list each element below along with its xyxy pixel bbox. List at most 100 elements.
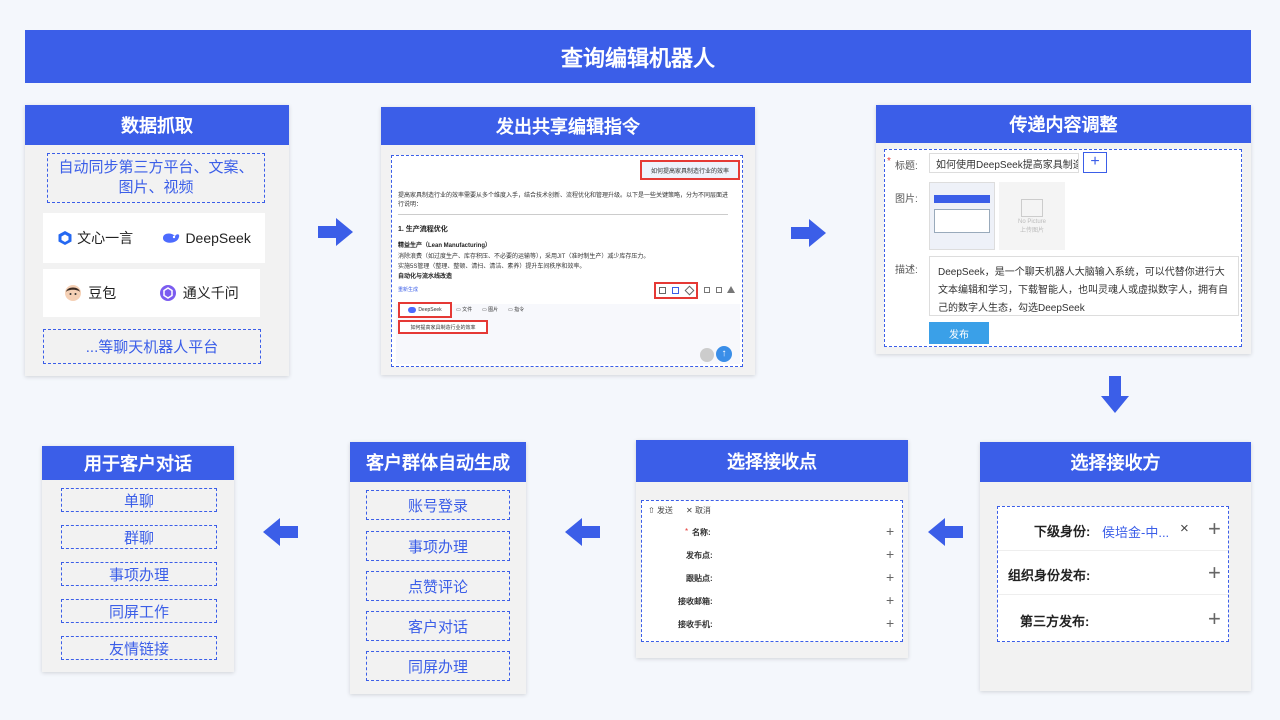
- card-header: 选择接收点: [636, 440, 908, 482]
- sync-text-box: 自动同步第三方平台、文案、图片、视频: [47, 153, 265, 203]
- send-button[interactable]: ⇧ 发送: [648, 506, 673, 515]
- field-label: 发布点:: [686, 551, 713, 560]
- dialog-item-label: 单聊: [123, 492, 154, 510]
- add-title-button[interactable]: +: [1083, 152, 1107, 173]
- answer-subsection: 精益生产（Lean Manufacturing）: [398, 243, 492, 249]
- thumbs-down-icon[interactable]: [716, 287, 722, 293]
- card-select-point: 选择接收点 ⇧ 发送 ✕ 取消 * 名称: + 发布点: + 跟贴点: + 接收…: [636, 440, 908, 658]
- arrow-left-icon: [263, 518, 298, 546]
- add-icon[interactable]: +: [886, 546, 895, 562]
- group-item[interactable]: 同屏办理: [366, 651, 510, 681]
- field-label: 接收手机:: [678, 620, 713, 629]
- question-bubble: 如何提高家具制造行业的效率: [640, 160, 740, 180]
- image-thumbnail[interactable]: [929, 182, 995, 250]
- recipient-value[interactable]: 侯培金-中...: [1102, 525, 1170, 540]
- picture-icon: [1021, 198, 1043, 217]
- dialog-item-label: 事项办理: [108, 566, 169, 584]
- card-header: 选择接收方: [980, 442, 1251, 482]
- group-item[interactable]: 客户对话: [366, 611, 510, 641]
- bot-label: DeepSeek: [185, 230, 251, 246]
- dialog-item-label: 友情链接: [108, 640, 169, 658]
- bot-label: 文心一言: [77, 230, 134, 246]
- avatar: [700, 348, 714, 362]
- point-form: ⇧ 发送 ✕ 取消 * 名称: + 发布点: + 跟贴点: + 接收邮箱: + …: [641, 500, 903, 642]
- prompt-input-value: 如何提高家具制造行业的效率: [410, 324, 476, 331]
- clear-icon[interactable]: ×: [1180, 520, 1189, 537]
- add-icon[interactable]: +: [886, 523, 895, 539]
- group-item[interactable]: 事项办理: [366, 531, 510, 561]
- model-chip[interactable]: DeepSeek: [398, 302, 452, 318]
- add-icon[interactable]: +: [886, 615, 895, 631]
- wenxin-icon: [57, 230, 73, 246]
- tool-image[interactable]: ▭ 图片: [482, 307, 499, 313]
- upload-placeholder[interactable]: No Picture 上传图片: [999, 182, 1065, 250]
- regenerate-link[interactable]: 重新生成: [398, 287, 419, 293]
- add-icon[interactable]: +: [886, 592, 895, 608]
- card-header: 用于客户对话: [42, 446, 234, 480]
- prompt-input[interactable]: 如何提高家具制造行业的效率: [398, 320, 488, 334]
- dialog-item-label: 同屏工作: [108, 603, 169, 621]
- sync-text: 自动同步第三方平台、文案、图片、视频: [58, 159, 254, 196]
- arrow-right-icon: [318, 218, 353, 246]
- tool-file[interactable]: ▭ 文件: [456, 307, 473, 313]
- deepseek-icon: [161, 230, 181, 246]
- answer-line: 实施5S管理（整理、整顿、清扫、清洁、素养）提升车间秩序和效率。: [398, 264, 586, 270]
- field-label: 名称:: [692, 528, 711, 537]
- bot-label: 豆包: [88, 285, 117, 301]
- dialog-item[interactable]: 事项办理: [61, 562, 217, 586]
- title-label: 标题:: [895, 161, 918, 172]
- copy-icon[interactable]: [659, 287, 667, 294]
- card-header: 传递内容调整: [876, 105, 1251, 143]
- answer-intro: 提高家具制造行业的效率需要从多个维度入手，结合技术创新、流程优化和管理升级。以下…: [398, 193, 729, 208]
- tool-command[interactable]: ▭ 指令: [508, 307, 525, 313]
- group-item-label: 账号登录: [407, 497, 468, 515]
- share-icon[interactable]: [684, 285, 695, 296]
- add-icon[interactable]: +: [1208, 606, 1221, 631]
- arrow-left-icon: [565, 518, 600, 546]
- bot-tongyi[interactable]: 通义千问: [159, 283, 239, 303]
- dialog-item[interactable]: 单聊: [61, 488, 217, 512]
- group-item[interactable]: 点赞评论: [366, 571, 510, 601]
- add-icon[interactable]: +: [1208, 516, 1221, 541]
- bot-row-2: 豆包 通义千问: [43, 269, 260, 317]
- group-item-label: 点赞评论: [407, 578, 468, 596]
- card-customer-dialog: 用于客户对话 单聊 群聊 事项办理 同屏工作 友情链接: [42, 446, 234, 672]
- warning-icon[interactable]: [727, 286, 735, 293]
- recipient-row: 组织身份发布: +: [998, 551, 1228, 595]
- deepseek-icon: [408, 307, 417, 313]
- group-item[interactable]: 账号登录: [366, 490, 510, 520]
- title-input[interactable]: 如何使用DeepSeek提高家具制造|: [929, 153, 1079, 173]
- card-header: 客户群体自动生成: [350, 442, 526, 482]
- recipient-label: 组织身份发布:: [1008, 568, 1091, 583]
- bot-doubao[interactable]: 豆包: [64, 283, 116, 303]
- chat-screenshot: 如何提高家具制造行业的效率 提高家具制造行业的效率需要从多个维度入手，结合技术创…: [391, 155, 743, 367]
- dialog-item[interactable]: 群聊: [61, 525, 217, 549]
- answer-line: 消除浪费（如过度生产、库存积压、不必要的运输等），采用JIT（准时制生产）减少库…: [398, 254, 650, 260]
- dialog-item[interactable]: 同屏工作: [61, 599, 217, 623]
- add-icon[interactable]: +: [1208, 560, 1221, 585]
- thumb-block: [934, 209, 990, 233]
- cancel-button[interactable]: ✕ 取消: [686, 506, 711, 515]
- send-icon[interactable]: ↑: [716, 346, 732, 362]
- model-chip-label: DeepSeek: [418, 307, 442, 313]
- card-customer-groups: 客户群体自动生成 账号登录 事项办理 点赞评论 客户对话 同屏办理: [350, 442, 526, 694]
- tool-label: 图片: [488, 307, 499, 313]
- desc-textarea[interactable]: DeepSeek，是一个聊天机器人大脑输入系统，可以代替你进行大文本编辑和学习，…: [929, 256, 1239, 316]
- answer-divider: [398, 214, 728, 215]
- arrow-right-icon: [791, 219, 826, 247]
- answer-line: 自动化与流水线改造: [398, 274, 453, 280]
- edit-icon[interactable]: [672, 287, 680, 294]
- desc-label: 描述:: [895, 265, 918, 276]
- dialog-item[interactable]: 友情链接: [61, 636, 217, 660]
- answer-actions: [654, 282, 698, 299]
- card-content-adjust: 传递内容调整 * 标题: 如何使用DeepSeek提高家具制造| + 图片: N…: [876, 105, 1251, 354]
- publish-button[interactable]: 发布: [929, 322, 989, 344]
- page-title: 查询编辑机器人: [25, 30, 1251, 83]
- bot-wenxin[interactable]: 文心一言: [57, 228, 133, 248]
- add-icon[interactable]: +: [886, 569, 895, 585]
- thumbs-up-icon[interactable]: [704, 287, 710, 293]
- thumb-bar: [934, 195, 990, 203]
- bot-deepseek[interactable]: DeepSeek: [161, 230, 251, 246]
- input-toolbar: [396, 304, 740, 364]
- group-item-label: 同屏办理: [407, 658, 468, 676]
